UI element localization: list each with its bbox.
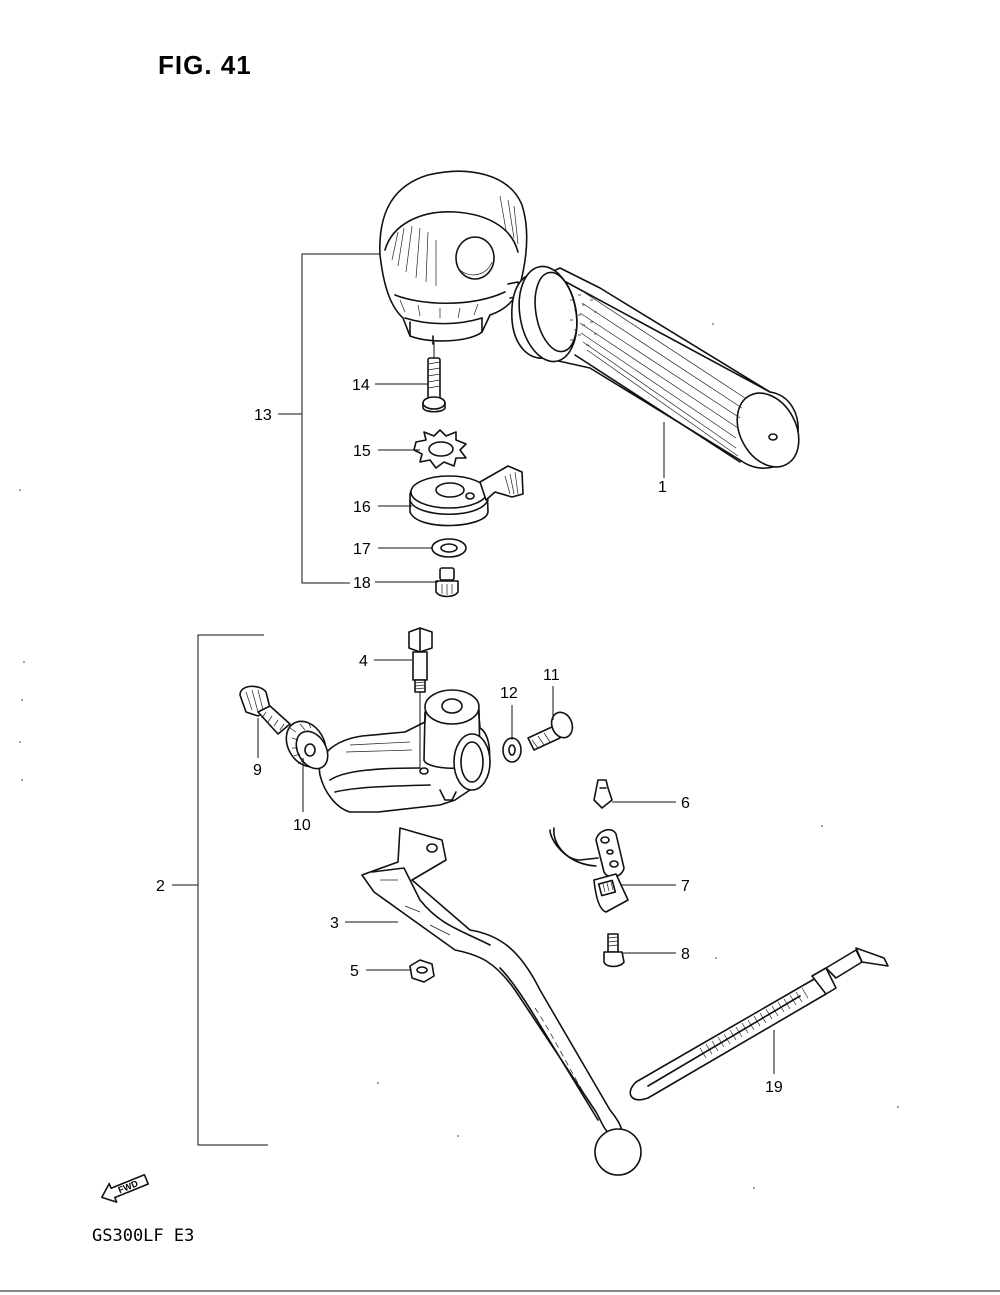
callout-14: 14	[352, 377, 370, 394]
callout-8: 8	[681, 946, 690, 963]
part-6-clip	[593, 779, 613, 809]
part-4-pivot-bolt	[408, 627, 433, 693]
figure-title: FIG. 41	[158, 50, 252, 80]
callout-5: 5	[350, 963, 359, 980]
bracket-2	[172, 634, 268, 1146]
callout-labels: 1 2 3 4 5 6 7 8 9 10 11 12 13 14 15 16 1…	[156, 377, 783, 1096]
part-18-screw	[435, 567, 459, 598]
callout-1: 1	[658, 479, 667, 496]
part-11-screw	[527, 711, 574, 751]
callout-11: 11	[543, 667, 560, 684]
callout-6: 6	[681, 795, 690, 812]
part-5-nut	[409, 959, 435, 983]
bracket-13	[278, 253, 380, 584]
callout-16: 16	[353, 499, 371, 516]
part-8-screw	[603, 933, 625, 968]
part-1-handlebar-grip	[511, 265, 800, 469]
part-12-washer	[502, 737, 522, 763]
model-code: GS300LF E3	[92, 1226, 194, 1246]
part-14-screw	[422, 357, 446, 413]
callout-2: 2	[156, 878, 165, 895]
callout-12: 12	[500, 685, 518, 702]
callout-3: 3	[330, 915, 339, 932]
callout-10: 10	[293, 817, 311, 834]
leader-lines	[257, 342, 775, 1074]
callout-9: 9	[253, 762, 262, 779]
part-16-stop-plate	[409, 465, 524, 527]
part-3-clutch-lever	[361, 827, 642, 1176]
part-13-switch-housing	[379, 170, 528, 345]
callout-18: 18	[353, 575, 371, 592]
fwd-arrow-icon: FWD	[101, 1173, 149, 1203]
callout-19: 19	[765, 1079, 783, 1096]
part-10-locknut	[285, 720, 329, 770]
callout-13: 13	[254, 407, 272, 424]
lever-holder	[318, 689, 491, 813]
part-17-washer	[431, 538, 467, 558]
part-15-star-washer	[413, 429, 467, 469]
callout-17: 17	[353, 541, 371, 558]
callout-15: 15	[353, 443, 371, 460]
scan-specks	[19, 323, 899, 1189]
callout-7: 7	[681, 878, 690, 895]
part-9-adjuster-bolt	[239, 685, 291, 735]
callout-4: 4	[359, 653, 368, 670]
part-7-clutch-switch	[549, 827, 629, 913]
part-19-cable-tie	[629, 947, 889, 1101]
